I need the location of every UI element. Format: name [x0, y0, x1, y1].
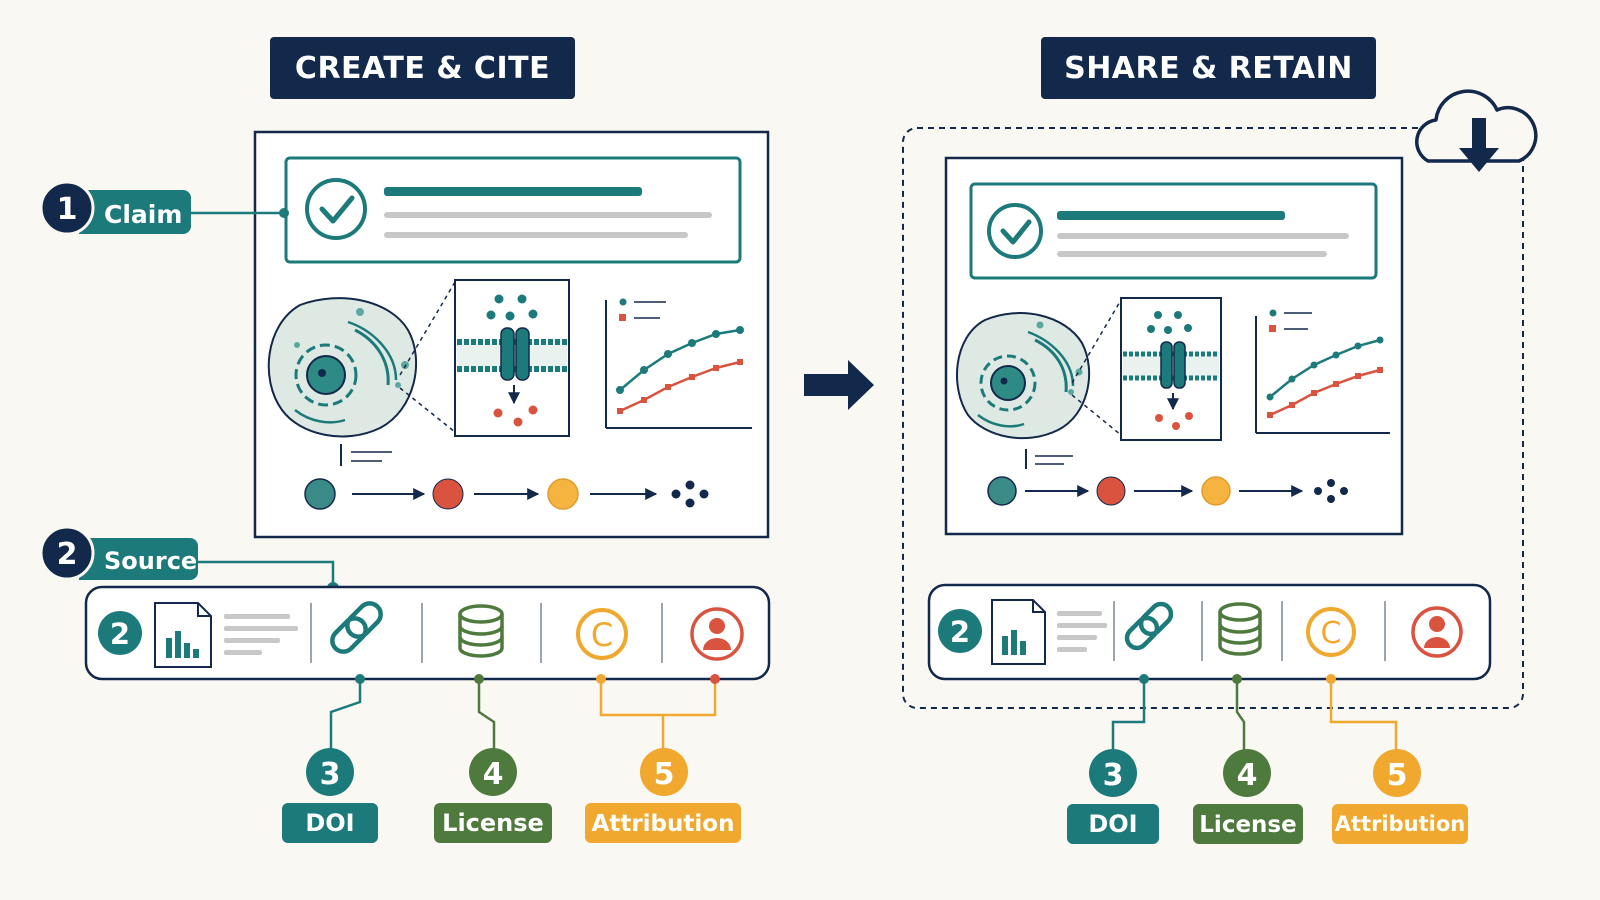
link-icon: [330, 601, 383, 654]
right-source-bar-number: 2: [950, 615, 970, 649]
step-1-claim-callout: 1 Claim: [39, 180, 289, 236]
step-2-number: 2: [57, 537, 78, 572]
attribution-number: 5: [1387, 758, 1408, 793]
right-doi-badge: 3 DOI: [1067, 749, 1159, 844]
cell-illustration: [267, 297, 418, 438]
right-line-chart: [1255, 309, 1390, 434]
left-license-badge: 4 License: [434, 748, 552, 843]
doi-number: 3: [320, 757, 341, 792]
right-claim-box: [969, 182, 1378, 280]
membrane-channel-inset: [454, 279, 570, 437]
attribution-number: 5: [654, 757, 675, 792]
doi-label: DOI: [305, 809, 354, 837]
left-line-chart: [605, 298, 752, 429]
share-retain-title: SHARE & RETAIN: [1041, 37, 1376, 99]
create-cite-title: CREATE & CITE: [270, 37, 575, 99]
left-source-bar: 2 C: [84, 585, 771, 681]
checkmark-icon: [305, 178, 367, 240]
right-pathway: [987, 449, 1348, 506]
copyright-icon: C: [1306, 607, 1356, 657]
step-1-label: Claim: [104, 200, 182, 229]
person-icon: [1411, 606, 1463, 658]
step-1-number: 1: [57, 192, 78, 227]
copyright-symbol: C: [591, 616, 613, 654]
doi-number: 3: [1103, 758, 1124, 793]
license-label: License: [442, 809, 544, 837]
attribution-label: Attribution: [1335, 812, 1465, 836]
left-claim-box: [284, 156, 742, 264]
left-pathway: [304, 444, 709, 510]
license-number: 4: [483, 757, 504, 792]
person-icon: [690, 607, 744, 661]
checkmark-icon: [987, 203, 1043, 259]
link-icon: [1124, 601, 1174, 651]
left-attribution-badge: 5 Attribution: [585, 748, 741, 843]
license-number: 4: [1237, 758, 1258, 793]
right-cell-illustration: [956, 312, 1090, 440]
copyright-symbol: C: [1321, 616, 1342, 651]
document-chart-icon: [154, 602, 212, 668]
step-2-source-callout: 2 Source: [39, 525, 339, 594]
left-doi-badge: 3 DOI: [282, 748, 378, 843]
left-source-bar-number: 2: [110, 617, 130, 651]
license-label: License: [1199, 812, 1296, 838]
right-attribution-badge: 5 Attribution: [1332, 749, 1468, 844]
right-license-badge: 4 License: [1193, 749, 1303, 844]
database-icon: [1218, 602, 1262, 656]
right-panel: [944, 156, 1404, 536]
arrow-right-icon: [804, 360, 874, 410]
right-source-bar: 2 C: [927, 583, 1492, 681]
document-chart-icon: [991, 599, 1046, 665]
cloud-download-icon: [1415, 89, 1538, 172]
step-2-label: Source: [104, 547, 197, 575]
database-icon: [458, 604, 504, 658]
right-membrane-inset: [1120, 297, 1222, 441]
attribution-label: Attribution: [592, 811, 735, 837]
doi-label: DOI: [1088, 810, 1137, 838]
copyright-icon: C: [576, 608, 628, 660]
left-panel: [253, 130, 770, 539]
